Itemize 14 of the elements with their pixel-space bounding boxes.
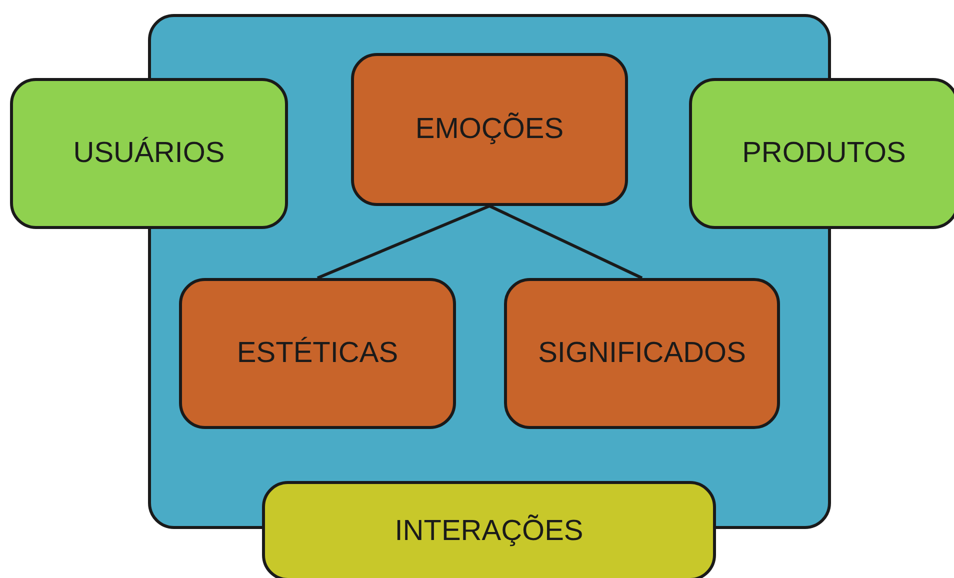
concept-box: [179, 278, 456, 429]
connector-line: [316, 204, 490, 280]
box-label: SIGNIFICADOS: [538, 337, 746, 370]
box-label: ESTÉTICAS: [236, 337, 398, 370]
concept-box: [504, 278, 780, 429]
connector-line: [488, 204, 643, 280]
category-box: [10, 78, 288, 229]
category-box: [262, 481, 716, 578]
box-label: EMOÇÕES: [415, 113, 564, 146]
category-box: [689, 78, 954, 229]
box-label: INTERAÇÕES: [394, 514, 584, 548]
concept-box: [351, 53, 628, 206]
box-label: USUÁRIOS: [73, 137, 225, 170]
box-label: PRODUTOS: [742, 137, 906, 170]
